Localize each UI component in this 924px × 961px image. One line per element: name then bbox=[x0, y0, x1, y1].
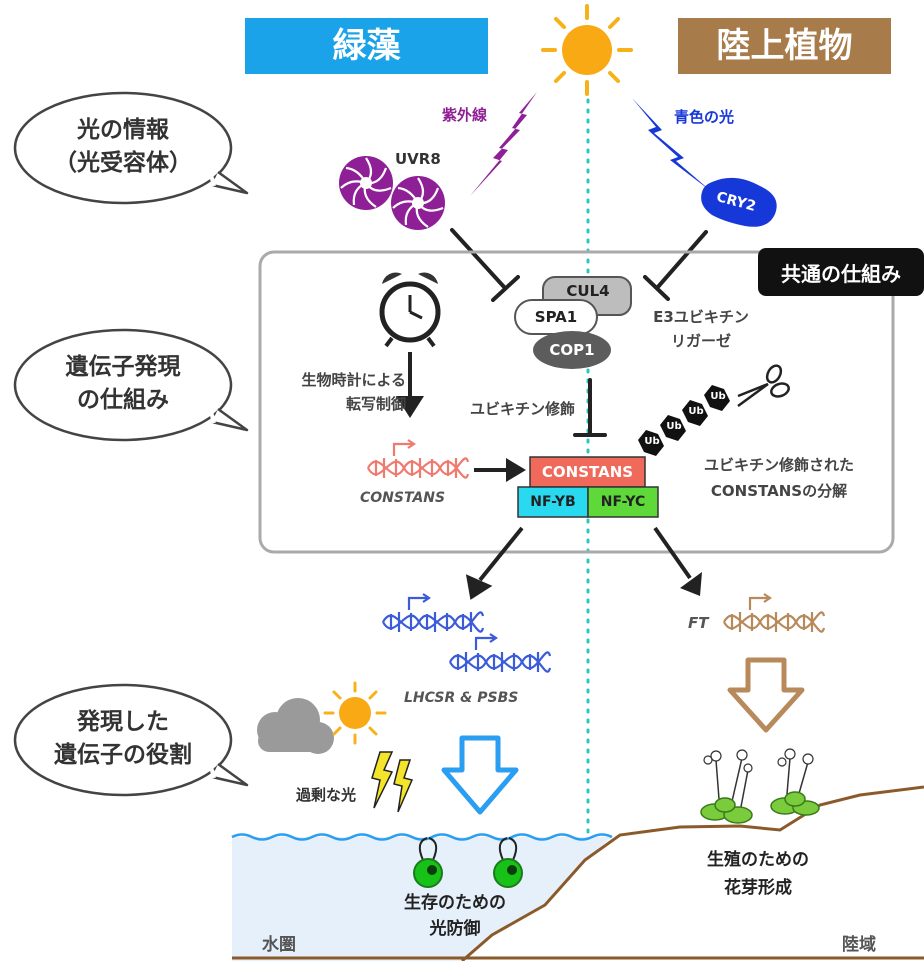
water-habitat-label: 水圏 bbox=[262, 935, 296, 955]
uvr8-label: UVR8 bbox=[395, 150, 441, 168]
bubble-gene-role-line1: 発現した bbox=[77, 709, 169, 735]
cul4-label: CUL4 bbox=[566, 282, 610, 300]
e3-ligase-line2: リガーゼ bbox=[670, 332, 731, 350]
lhcsr-gene-dna-icon bbox=[382, 593, 485, 633]
ubiquitination-label: ユビキチン修飾 bbox=[470, 400, 576, 418]
arrow-to-algae-genes bbox=[465, 526, 524, 600]
ub-tag-2: Ub bbox=[666, 421, 682, 432]
uv-label: 紫外線 bbox=[442, 106, 488, 124]
excess-light-lightning-icon bbox=[371, 751, 414, 813]
land-role-line1: 生殖のための bbox=[707, 850, 809, 870]
cry2-protein-icon bbox=[701, 177, 777, 227]
nf-yc-box bbox=[587, 486, 659, 518]
bubble-gene-expression bbox=[13, 328, 249, 442]
algae-banner-bg bbox=[245, 18, 488, 74]
land-outcome-arrow bbox=[727, 657, 805, 733]
algae-role-line1: 生存のための bbox=[404, 893, 506, 913]
psbs-gene-dna-icon bbox=[449, 633, 552, 673]
lhcsr-psbs-label: LHCSR & PSBS bbox=[404, 690, 519, 706]
degradation-line2: CONSTANSの分解 bbox=[710, 482, 848, 500]
uv-lightning-icon bbox=[470, 92, 537, 196]
bubble-light-info bbox=[13, 91, 249, 205]
algae-role-line2: 光防御 bbox=[429, 919, 481, 939]
bubble-gene-expression-text: 遺伝子発現 の仕組み bbox=[20, 351, 226, 417]
e3-ligase-line1: E3ユビキチン bbox=[653, 308, 749, 326]
bubble-gene-expression-line2: の仕組み bbox=[77, 387, 169, 413]
arrow-to-ft-gene bbox=[653, 526, 702, 596]
land-plants-header: 陸上植物 bbox=[716, 26, 853, 66]
land-role-label: 生殖のための 花芽形成 bbox=[688, 846, 828, 902]
gene-to-protein-arrow bbox=[474, 458, 526, 482]
land-banner-bg bbox=[678, 18, 891, 74]
clock-down-arrow bbox=[396, 352, 424, 418]
bubble-gene-role-line2: 遺伝子の役割 bbox=[54, 742, 192, 768]
e3-ligase-label: E3ユビキチン リガーゼ bbox=[636, 305, 766, 353]
clock-regulation-line1: 生物時計による bbox=[301, 371, 406, 389]
blue-light-label: 青色の光 bbox=[674, 108, 735, 126]
algae-role-label: 生存のための 光防御 bbox=[385, 890, 525, 942]
alarm-clock-icon bbox=[379, 272, 441, 348]
excess-light-label: 過剰な光 bbox=[296, 786, 357, 804]
common-mechanism-box bbox=[258, 250, 895, 554]
flowering-plant-icon bbox=[700, 748, 820, 824]
inhibition-cry2 bbox=[643, 230, 708, 301]
common-mechanism-tag-bg bbox=[758, 248, 924, 296]
e3-ligase-complex bbox=[514, 276, 632, 369]
bubble-light-info-text: 光の情報 （光受容体） bbox=[20, 114, 226, 180]
algae-outcome-arrow bbox=[441, 735, 519, 815]
constans-gene-label: CONSTANS bbox=[360, 490, 446, 506]
inhibition-uvr8 bbox=[450, 228, 520, 302]
clock-regulation-label: 生物時計による 転写制御 bbox=[276, 368, 406, 416]
scissors-icon bbox=[737, 364, 790, 408]
ub-chain-icon bbox=[638, 385, 730, 456]
sun-icon bbox=[541, 4, 633, 96]
ground-line bbox=[461, 785, 924, 961]
land-habitat-label: 陸域 bbox=[842, 935, 876, 955]
bubble-light-info-line1: 光の情報 bbox=[77, 117, 169, 143]
small-sun-icon bbox=[323, 681, 387, 745]
inhibition-ubiquitination bbox=[573, 378, 607, 437]
ub-tag-3: Ub bbox=[688, 406, 704, 417]
nf-yb-label: NF-YB bbox=[530, 494, 576, 510]
nf-yc-label: NF-YC bbox=[600, 494, 646, 510]
degradation-line1: ユビキチン修飾された bbox=[703, 456, 854, 474]
constans-gene-dna-icon bbox=[367, 439, 470, 479]
constans-protein-label: CONSTANS bbox=[541, 463, 634, 481]
uvr8-protein-icon bbox=[339, 156, 445, 230]
ub-tag-1: Ub bbox=[644, 436, 660, 447]
water-surface bbox=[231, 833, 613, 841]
constans-protein-box bbox=[529, 456, 646, 488]
blue-lightning-icon bbox=[632, 98, 712, 192]
clock-regulation-line2: 転写制御 bbox=[345, 395, 406, 413]
bubble-gene-expression-line1: 遺伝子発現 bbox=[65, 354, 181, 380]
ft-gene-label: FT bbox=[688, 614, 709, 632]
land-role-line2: 花芽形成 bbox=[724, 878, 792, 898]
algae-header: 緑藻 bbox=[332, 26, 401, 66]
spa1-label: SPA1 bbox=[534, 308, 578, 326]
ft-gene-dna-icon bbox=[723, 593, 826, 633]
degradation-label: ユビキチン修飾された CONSTANSの分解 bbox=[684, 452, 874, 504]
bubble-gene-role-text: 発現した 遺伝子の役割 bbox=[20, 706, 226, 772]
common-mechanism-tag: 共通の仕組み bbox=[781, 262, 901, 286]
bubble-gene-role bbox=[13, 683, 249, 797]
cop1-label: COP1 bbox=[549, 341, 595, 359]
cloud-icon bbox=[257, 698, 334, 754]
green-algae-cell-icon bbox=[413, 837, 523, 888]
ub-tag-4: Ub bbox=[710, 391, 726, 402]
bubble-light-info-line2: （光受容体） bbox=[54, 150, 192, 176]
